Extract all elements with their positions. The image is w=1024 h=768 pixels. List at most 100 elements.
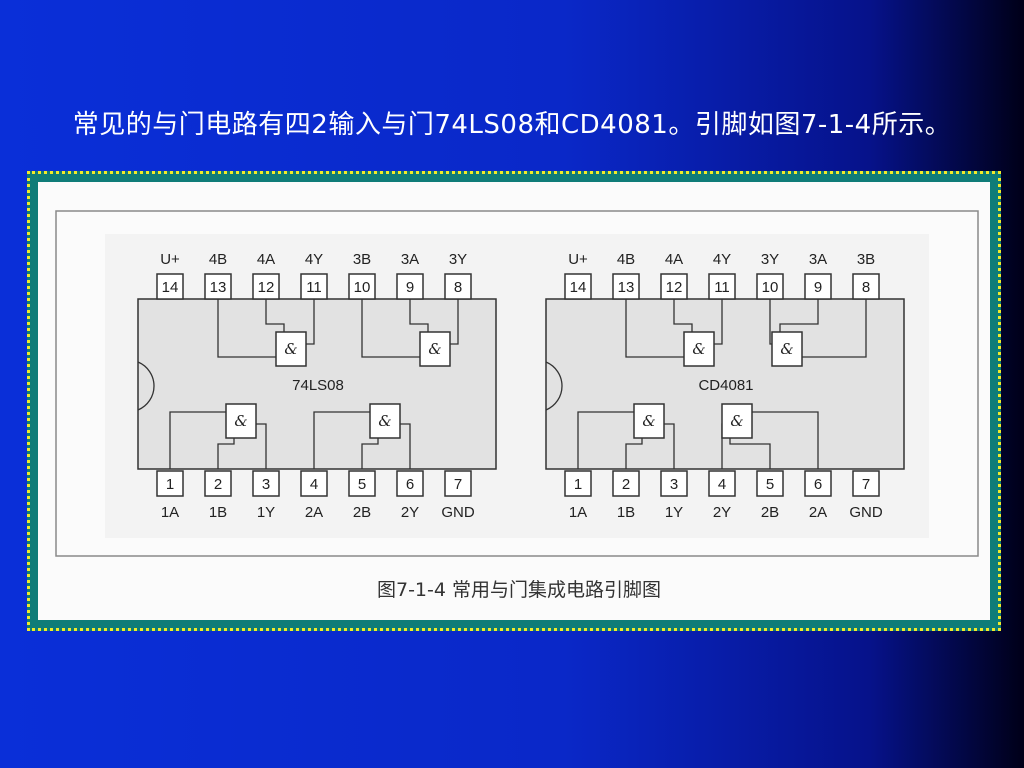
pin-label: 3Y <box>761 251 779 268</box>
pin-box <box>564 273 592 300</box>
and-gate-symbol: & <box>642 412 655 430</box>
pin-number: 6 <box>814 476 822 493</box>
chip-name-label: CD4081 <box>698 377 753 394</box>
pin-label: 2B <box>353 504 371 521</box>
and-gate <box>721 403 753 439</box>
gate-wire <box>673 299 693 332</box>
figure-caption: 图7-1-4 常用与门集成电路引脚图 <box>377 579 661 601</box>
chip-body <box>545 298 905 470</box>
pin-label: 2A <box>809 504 827 521</box>
pin-number: 1 <box>574 476 582 493</box>
pin-label: 3A <box>401 251 419 268</box>
gate-wire <box>772 299 867 358</box>
gate-wire <box>779 299 819 332</box>
pin-box <box>252 273 280 300</box>
pin-number: 11 <box>714 279 730 296</box>
pin-number: 7 <box>454 476 462 493</box>
pin-number: 5 <box>358 476 366 493</box>
pin-label: 1A <box>161 504 179 521</box>
and-gate-symbol: & <box>692 340 705 358</box>
gate-wire <box>577 411 634 469</box>
pin-box <box>564 470 592 497</box>
pin-box <box>252 470 280 497</box>
and-gate <box>275 331 307 367</box>
gate-wire <box>265 299 285 332</box>
gate-wire <box>714 299 723 345</box>
and-gate <box>771 331 803 367</box>
and-gate-symbol: & <box>234 412 247 430</box>
pin-label: U+ <box>568 251 588 268</box>
and-gate <box>419 331 451 367</box>
and-gate <box>683 331 715 367</box>
gate-wire <box>361 299 420 358</box>
pin-number: 2 <box>214 476 222 493</box>
pin-label: 2A <box>305 504 323 521</box>
pin-label: 1B <box>617 504 635 521</box>
gate-wire <box>664 423 675 469</box>
and-gate-symbol: & <box>378 412 391 430</box>
pin-box <box>156 273 184 300</box>
pin-number: 12 <box>666 279 683 296</box>
pin-label: 4Y <box>713 251 731 268</box>
pin-number: 1 <box>166 476 174 493</box>
and-gate-symbol: & <box>780 340 793 358</box>
pin-box <box>348 273 376 300</box>
pin-box <box>204 470 232 497</box>
gate-wire <box>450 299 459 345</box>
gate-wire <box>313 411 370 469</box>
pin-label: 1A <box>569 504 587 521</box>
pin-number: 13 <box>618 279 635 296</box>
chip-cd4081: CD408114U+134B124A114Y103Y93A83B11A21B31… <box>545 251 905 521</box>
pin-box <box>348 470 376 497</box>
gate-wire <box>400 423 411 469</box>
chip-notch <box>545 361 563 411</box>
pin-label: 3Y <box>449 251 467 268</box>
pin-label: 2Y <box>401 504 419 521</box>
chip-name-label: 74LS08 <box>292 377 344 394</box>
pin-number: 6 <box>406 476 414 493</box>
chip-notch <box>137 361 155 411</box>
pin-box <box>444 470 472 497</box>
pin-label: 4B <box>617 251 635 268</box>
pin-number: 7 <box>862 476 870 493</box>
gate-wire <box>361 438 379 469</box>
pin-number: 8 <box>454 279 462 296</box>
pin-label: GND <box>849 504 883 521</box>
pin-box <box>708 273 736 300</box>
pin-number: 4 <box>718 476 726 493</box>
and-gate <box>633 403 665 439</box>
gate-wire <box>256 423 267 469</box>
pin-box <box>660 470 688 497</box>
pin-label: 2B <box>761 504 779 521</box>
and-gate <box>369 403 401 439</box>
pin-number: 9 <box>406 279 414 296</box>
pin-number: 3 <box>670 476 678 493</box>
pin-box <box>708 470 736 497</box>
pin-number: 8 <box>862 279 870 296</box>
pin-number: 4 <box>310 476 318 493</box>
pin-number: 10 <box>762 279 779 296</box>
gate-wire <box>217 299 276 358</box>
slide-title: 常见的与门电路有四2输入与门74LS08和CD4081。引脚如图7-1-4所示。 <box>72 110 952 140</box>
pin-box <box>852 273 880 300</box>
pin-label: 4Y <box>305 251 323 268</box>
and-gate <box>225 403 257 439</box>
pin-box <box>612 470 640 497</box>
and-gate-symbol: & <box>730 412 743 430</box>
pin-label: U+ <box>160 251 180 268</box>
pin-box <box>804 470 832 497</box>
pin-label: 4B <box>209 251 227 268</box>
pin-number: 13 <box>210 279 227 296</box>
and-gate-symbol: & <box>428 340 441 358</box>
diagram-border <box>55 210 979 557</box>
pin-box <box>300 273 328 300</box>
pin-label: 1B <box>209 504 227 521</box>
pin-box <box>156 470 184 497</box>
pin-box <box>852 470 880 497</box>
gate-wire <box>729 438 771 469</box>
pin-number: 14 <box>570 279 587 296</box>
pin-number: 3 <box>262 476 270 493</box>
gate-wire <box>625 438 643 469</box>
